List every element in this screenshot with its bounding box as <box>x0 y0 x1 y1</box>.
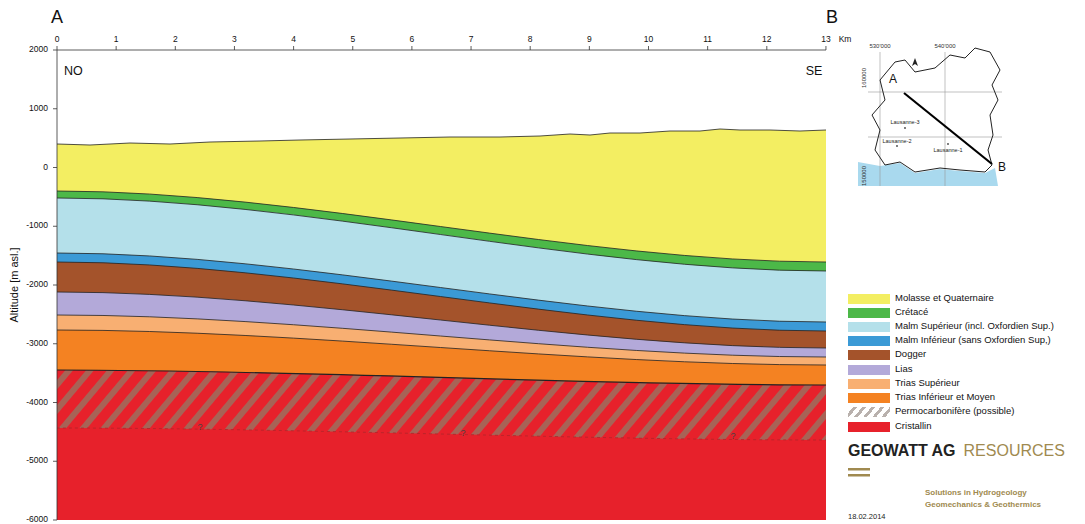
legend-text: Molasse et Quaternaire <box>895 292 994 304</box>
map-section-end: B <box>998 161 1006 174</box>
uncertainty-mark: ? <box>730 432 735 442</box>
km-tick-label: 9 <box>587 35 592 44</box>
map-section-end: A <box>889 73 897 86</box>
km-tick-label: 0 <box>55 35 60 44</box>
company-name: GEOWATT AG <box>848 442 956 460</box>
trias-sup-layer <box>57 315 826 520</box>
legend-text: Permocarbonifère (possible) <box>895 405 1014 417</box>
km-tick-label: 2 <box>173 35 178 44</box>
well-name: Lausanne-2 <box>882 138 911 144</box>
date-label: 18.02.2014 <box>848 513 886 521</box>
altitude-tick-label: -3000 <box>26 339 48 348</box>
legend-text: Dogger <box>895 348 926 360</box>
inset-map <box>858 48 1002 186</box>
altitude-tick-label: -2000 <box>26 280 48 289</box>
direction-label: NO <box>64 65 83 79</box>
uncertainty-mark: ? <box>460 429 465 439</box>
axis-unit: Km <box>839 35 852 44</box>
legend-swatch <box>848 294 890 304</box>
altitude-tick-label: 1000 <box>29 104 48 113</box>
altitude-tick-label: -1000 <box>26 222 48 231</box>
km-tick-label: 10 <box>644 35 653 44</box>
trias-inf-layer <box>57 330 826 520</box>
map-coordinate: 150000 <box>861 166 868 186</box>
km-tick-label: 12 <box>762 35 771 44</box>
altitude-tick-label: -6000 <box>26 515 48 524</box>
section-end: B <box>826 8 838 28</box>
km-tick-label: 6 <box>410 35 415 44</box>
map-coordinate: 540'000 <box>934 43 955 50</box>
company-name: RESOURCES <box>964 442 1065 460</box>
dogger-layer <box>57 262 826 520</box>
km-tick-label: 11 <box>703 35 712 44</box>
axes <box>53 50 826 520</box>
legend-text: Crétacé <box>895 306 928 318</box>
km-tick-label: 13 <box>821 35 830 44</box>
cristallin-layer <box>57 370 826 520</box>
malm-sup-layer <box>57 198 826 520</box>
legend-text: Malm Supérieur (incl. Oxfordien Sup.) <box>895 320 1054 332</box>
legend-text: Trias Inférieur et Moyen <box>895 391 995 403</box>
malm-inf-layer <box>57 253 826 520</box>
altitude-tick-label: 0 <box>43 163 48 172</box>
legend-text: Lias <box>895 363 912 375</box>
km-tick-label: 5 <box>350 35 355 44</box>
legend-swatch <box>848 350 890 360</box>
legend-swatch <box>848 308 890 318</box>
altitude-tick-label: 2000 <box>29 45 48 54</box>
well-name: Lausanne-3 <box>890 119 919 125</box>
legend-swatch <box>848 422 890 432</box>
company-tagline: Geomechanics & Geothermics <box>925 501 1041 510</box>
legend-swatch <box>848 407 890 417</box>
km-tick-label: 7 <box>469 35 474 44</box>
axis-title: Altitude [m asl.] <box>8 247 20 322</box>
legend-text: Cristallin <box>895 420 931 432</box>
legend-swatch <box>848 379 890 389</box>
legend-swatch <box>848 365 890 375</box>
section-end: A <box>51 8 63 28</box>
altitude-tick-label: -5000 <box>26 457 48 466</box>
legend-text: Trias Supérieur <box>895 377 960 389</box>
map-coordinate: 160000 <box>861 68 868 88</box>
uncertainty-mark: ? <box>197 423 202 433</box>
km-ticks <box>57 46 826 50</box>
km-tick-label: 1 <box>114 35 119 44</box>
direction-label: SE <box>806 65 823 79</box>
km-tick-label: 4 <box>291 35 296 44</box>
legend-swatch <box>848 393 890 403</box>
cretace-layer <box>57 191 826 520</box>
molasse-layer <box>57 129 826 520</box>
km-tick-label: 3 <box>232 35 237 44</box>
legend-swatch <box>848 336 890 346</box>
km-tick-label: 8 <box>528 35 533 44</box>
legend-swatch <box>848 322 890 332</box>
company-tagline: Solutions in Hydrogeology <box>925 489 1027 498</box>
well-name: Lausanne-1 <box>933 147 962 153</box>
logo-bars <box>848 468 870 477</box>
map-coordinate: 530'000 <box>869 43 890 50</box>
boundary-lines <box>57 129 826 440</box>
legend-text: Malm Inférieur (sans Oxfordien Sup,) <box>895 334 1051 346</box>
permocarbonifere-hatch <box>57 370 826 440</box>
altitude-tick-label: -4000 <box>26 398 48 407</box>
